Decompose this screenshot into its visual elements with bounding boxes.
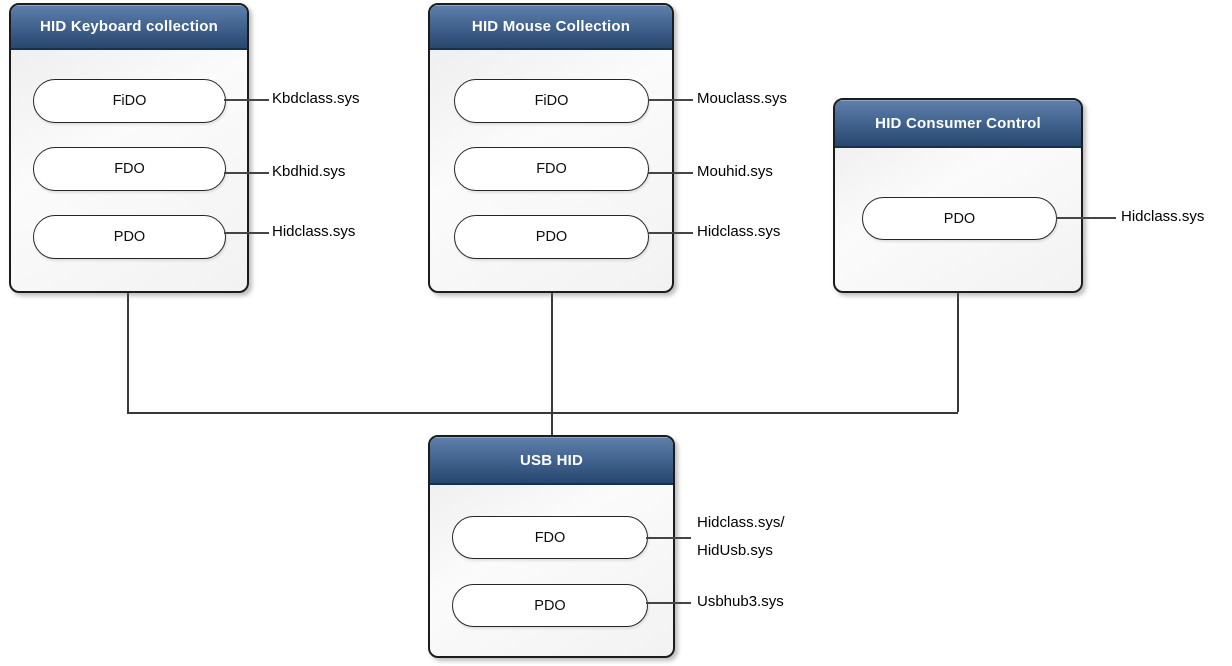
box-hid-keyboard-collection: HID Keyboard collection FiDO FDO PDO <box>9 3 249 293</box>
box-hid-consumer-control-header: HID Consumer Control <box>835 100 1081 148</box>
callout-line-keyboard-fdo <box>224 172 269 174</box>
node-label: PDO <box>943 210 976 227</box>
node-mouse-fdo: FDO <box>454 147 649 191</box>
node-label: FDO <box>114 161 145 177</box>
node-usbhid-pdo: PDO <box>452 584 648 627</box>
node-label: PDO <box>534 597 566 614</box>
callout-label-hidclass-keyboard: Hidclass.sys <box>272 223 356 240</box>
node-label: FiDO <box>112 93 147 109</box>
callout-label-usbhub3: Usbhub3.sys <box>697 593 784 610</box>
callout-line-usbhid-pdo <box>646 602 691 604</box>
callout-label-hidclass-hidusb: Hidclass.sys/ HidUsb.sys <box>697 509 785 565</box>
callout-label-hidclass-mouse: Hidclass.sys <box>697 223 781 240</box>
box-hid-keyboard-collection-header: HID Keyboard collection <box>11 5 247 50</box>
node-label: PDO <box>535 229 568 245</box>
callout-line-keyboard-fido <box>224 99 269 101</box>
callout-label-kbdhid: Kbdhid.sys <box>272 163 346 180</box>
callout-line-consumer-pdo <box>1056 217 1116 219</box>
box-usb-hid-header: USB HID <box>430 437 673 485</box>
callout-line-mouse-fido <box>648 99 693 101</box>
node-mouse-fido: FiDO <box>454 79 649 123</box>
box-title: USB HID <box>519 451 584 469</box>
callout-line-mouse-pdo <box>648 232 693 234</box>
callout-line-mouse-fdo <box>648 172 693 174</box>
connector-keyboard-vertical <box>127 293 129 412</box>
node-keyboard-fido: FiDO <box>33 79 226 123</box>
callout-label-mouhid: Mouhid.sys <box>697 163 773 180</box>
box-title: HID Mouse Collection <box>471 18 631 35</box>
box-title: HID Consumer Control <box>875 114 1041 132</box>
node-label: PDO <box>113 229 146 245</box>
box-hid-consumer-control: HID Consumer Control PDO <box>833 98 1083 293</box>
box-usb-hid: USB HID FDO PDO <box>428 435 675 658</box>
node-consumer-pdo: PDO <box>862 197 1057 240</box>
callout-label-kbdclass: Kbdclass.sys <box>272 90 360 107</box>
node-label: FDO <box>536 161 567 177</box>
node-keyboard-pdo: PDO <box>33 215 226 259</box>
node-keyboard-fdo: FDO <box>33 147 226 191</box>
box-hid-mouse-collection: HID Mouse Collection FiDO FDO PDO <box>428 3 674 293</box>
callout-label-line1: Hidclass.sys/ <box>697 514 785 531</box>
node-usbhid-fdo: FDO <box>452 516 648 559</box>
callout-label-mouclass: Mouclass.sys <box>697 90 788 107</box>
callout-line-keyboard-pdo <box>224 232 269 234</box>
connector-mouse-to-usbhid-vertical <box>551 293 553 435</box>
connector-bus-horizontal <box>127 412 958 414</box>
node-mouse-pdo: PDO <box>454 215 649 259</box>
box-hid-mouse-collection-header: HID Mouse Collection <box>430 5 672 50</box>
callout-label-hidclass-consumer: Hidclass.sys <box>1121 208 1205 225</box>
callout-line-usbhid-fdo <box>646 537 691 539</box>
connector-consumer-vertical <box>957 293 959 412</box>
callout-label-line2: HidUsb.sys <box>697 542 773 559</box>
box-title: HID Keyboard collection <box>40 18 218 35</box>
node-label: FiDO <box>534 93 569 109</box>
node-label: FDO <box>534 529 566 546</box>
